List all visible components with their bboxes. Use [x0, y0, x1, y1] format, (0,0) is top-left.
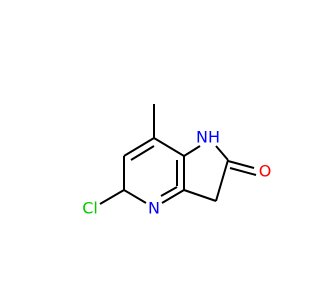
bond-carbonyl-b [229, 167, 257, 176]
bond-c3a-n4-inner [160, 186, 178, 197]
bond-c3a-n4 [161, 189, 185, 204]
atom-label-cl: Cl [82, 199, 98, 218]
bond-c5-cl [99, 189, 125, 205]
atom-label-o: O [259, 162, 272, 181]
atom-labels: NH N O Cl [82, 128, 271, 218]
bond-c6-c7-inner [130, 145, 155, 161]
molecule-structure: NH N O Cl [82, 104, 271, 218]
bonds [99, 104, 257, 205]
bond-c7-c7a [153, 137, 185, 157]
bond-c7a-n1 [183, 145, 201, 157]
bond-c2-c3 [215, 159, 229, 202]
bond-n1-c2 [215, 145, 229, 161]
atom-label-nh: NH [196, 128, 220, 147]
atom-label-n: N [148, 199, 160, 218]
bond-c6-c7 [123, 137, 155, 157]
bond-carbonyl-a [227, 160, 255, 169]
bond-c3-c3a [183, 189, 217, 202]
bond-n4-c5 [123, 189, 147, 204]
